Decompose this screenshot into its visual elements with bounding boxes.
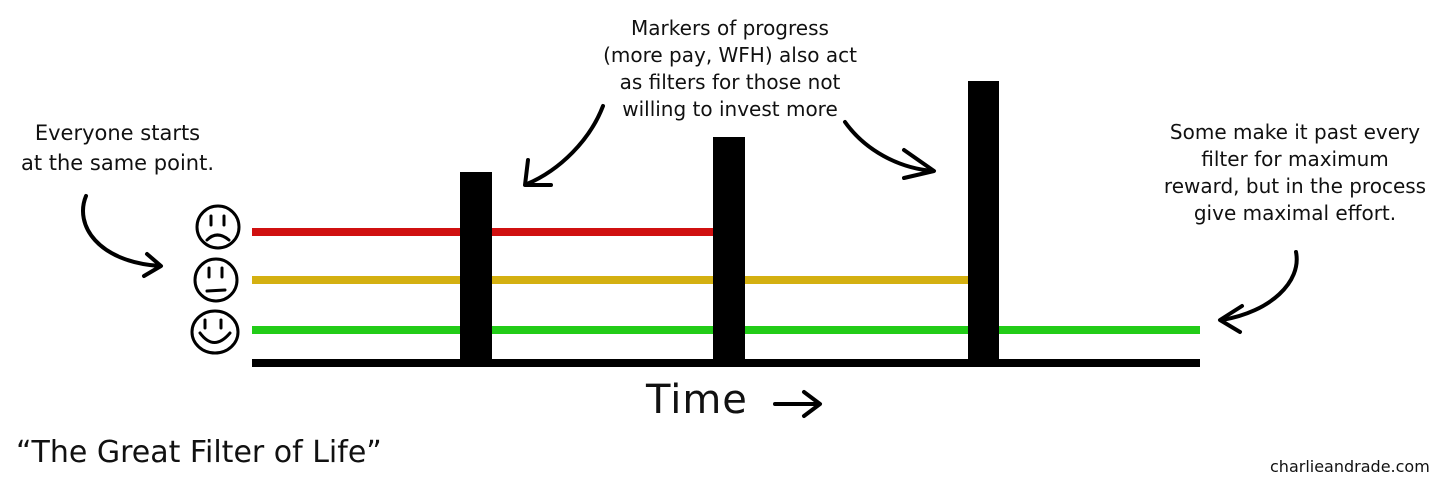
- neutral-face-icon: [193, 257, 239, 303]
- filter-bar-1: [460, 172, 492, 364]
- filter-bar-3: [968, 81, 999, 364]
- comic-title: “The Great Filter of Life”: [16, 435, 382, 470]
- time-arrow-icon: [773, 390, 822, 418]
- progress-arrow-right-icon: [843, 120, 936, 180]
- sad-face-icon: [195, 204, 241, 250]
- time-baseline: [252, 359, 1200, 367]
- everyone-starts-note: Everyone starts at the same point.: [20, 121, 214, 175]
- time-axis-label: Time: [646, 377, 748, 423]
- end-arrow-icon: [1218, 250, 1299, 334]
- progress-arrow-left-icon: [523, 104, 605, 187]
- maximum-reward-note: Some make it past every filter for maxim…: [1163, 120, 1427, 225]
- progress-filters-note: Markers of progress (more pay, WFH) also…: [603, 16, 857, 121]
- start-arrow-icon: [81, 194, 163, 278]
- happy-face-icon: [190, 309, 240, 355]
- filter-bar-2: [713, 137, 745, 364]
- credit-link[interactable]: charlieandrade.com: [1270, 457, 1430, 476]
